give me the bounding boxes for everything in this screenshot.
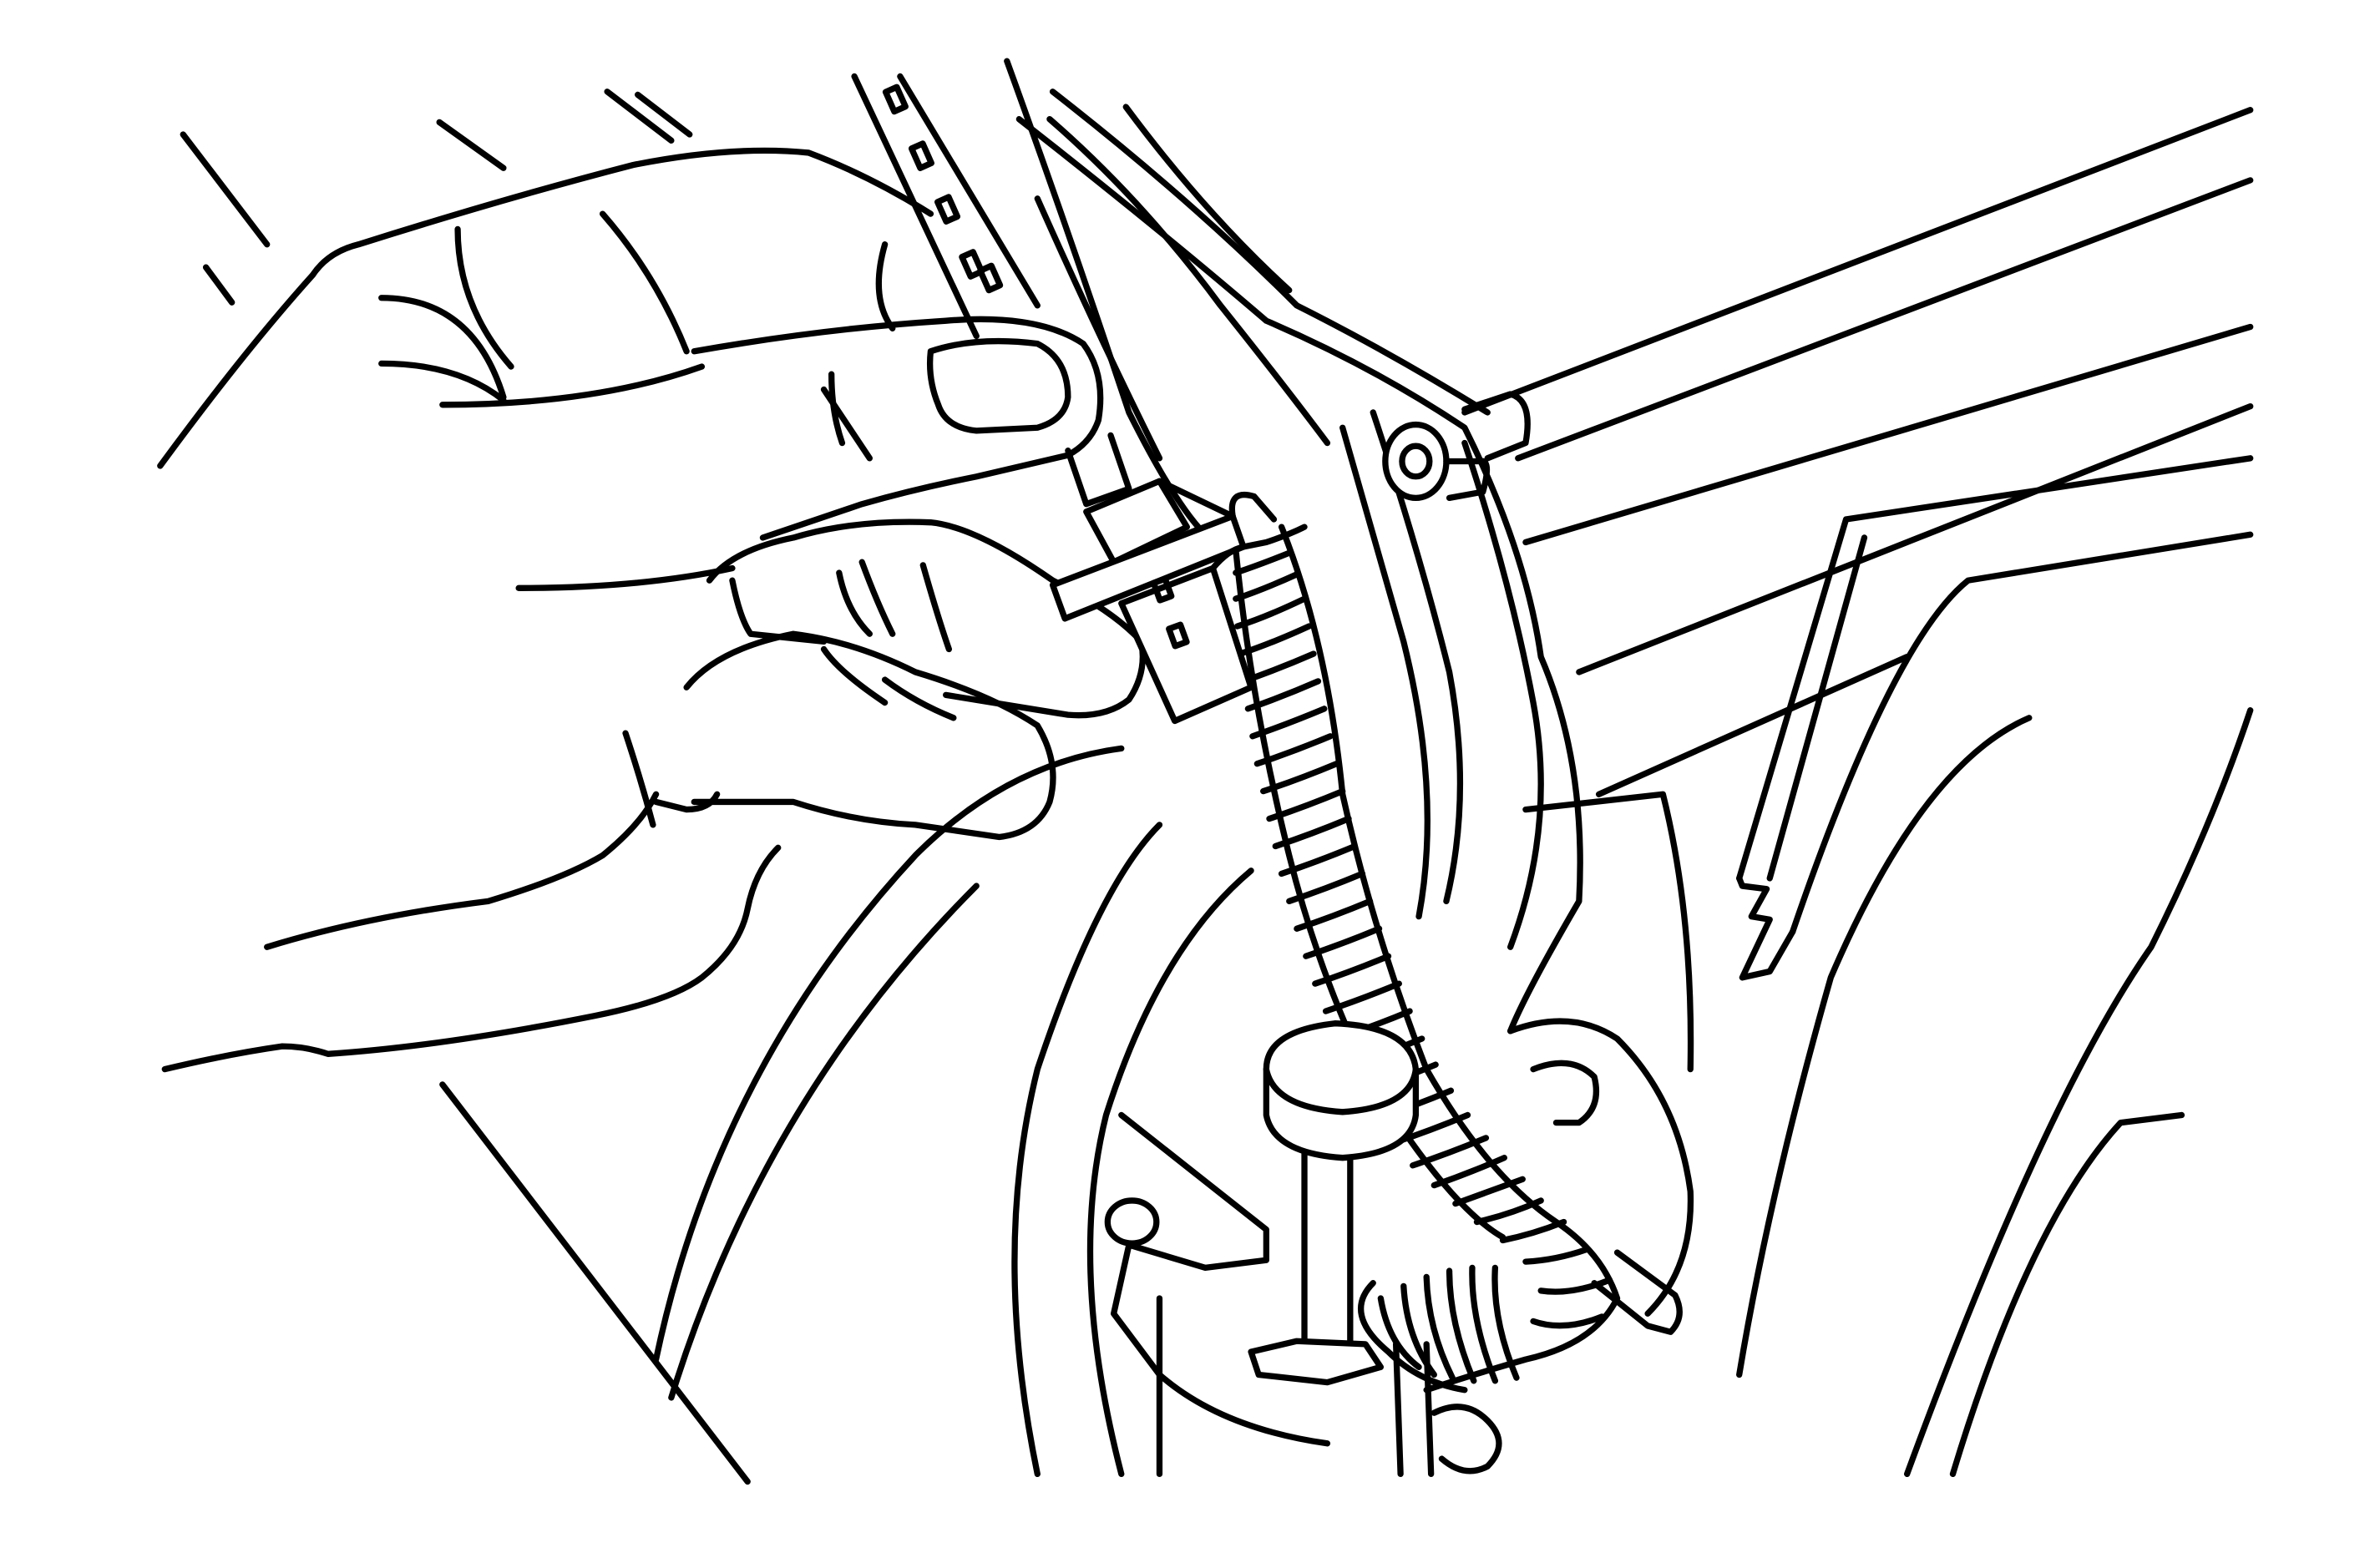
wire-harness-connector-icon [1049,432,1308,725]
bolt-icon [1382,391,1531,502]
hand-icon [157,147,1146,1073]
bracket-icon [1104,1018,1694,1447]
pin-icon [1248,1020,1502,1478]
corrugated-conduit-icon [1233,524,1621,1394]
body-panel-icon [180,58,2254,1485]
